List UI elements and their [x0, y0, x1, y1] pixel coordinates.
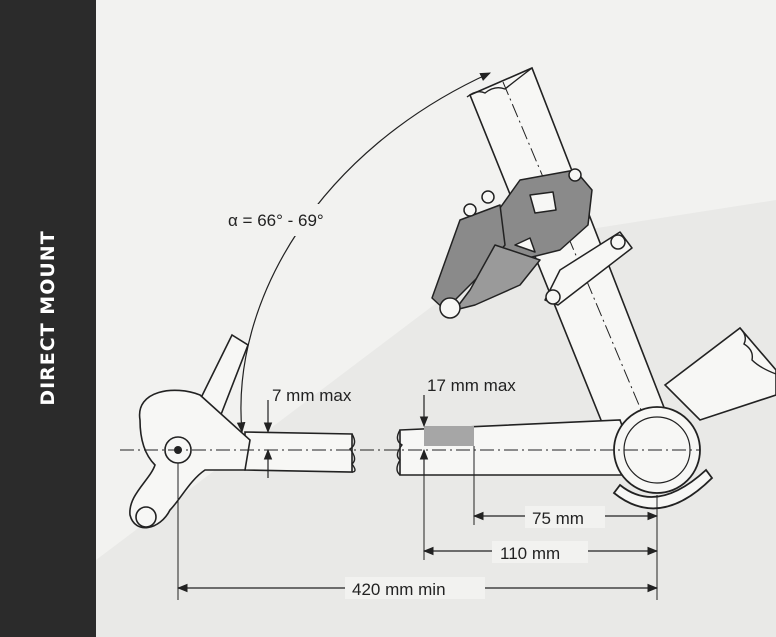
dim-420-bg	[345, 577, 485, 599]
mount-width-label: 17 mm max	[427, 376, 516, 395]
angle-label: α = 66° - 69°	[228, 211, 324, 230]
angle-label-bg	[222, 204, 382, 236]
dim-110-label: 110 mm	[500, 544, 560, 563]
dim-75-label: 75 mm	[532, 509, 584, 528]
dim-420-label: 420 mm min	[352, 580, 446, 599]
dim-75-bg	[525, 506, 605, 528]
mount-highlight	[424, 426, 474, 446]
dim-110-bg	[492, 541, 588, 563]
chainstay-break-left	[396, 429, 404, 476]
down-tube-break	[739, 327, 776, 375]
down-tube	[663, 326, 776, 421]
sidebar: DIRECT MOUNT	[0, 0, 96, 637]
clearance-label: 7 mm max	[272, 386, 352, 405]
chainstay-break-right	[348, 433, 356, 473]
